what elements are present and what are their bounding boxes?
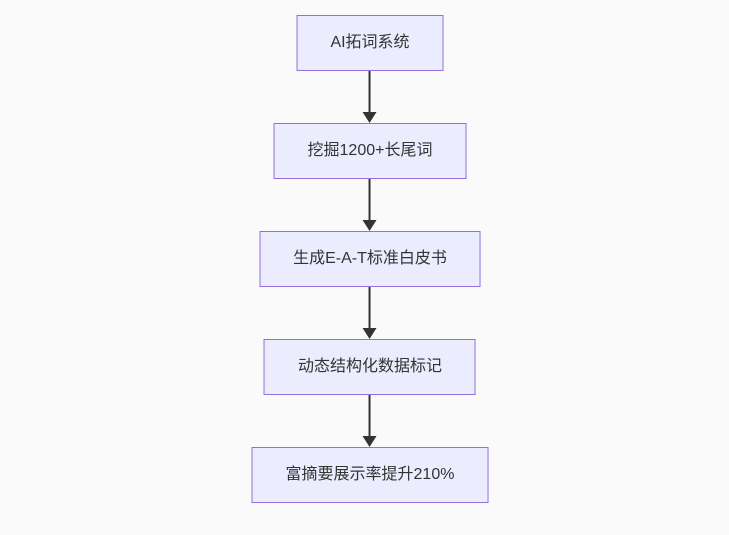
arrow-head-icon	[363, 112, 377, 123]
arrow-line	[369, 71, 371, 112]
flow-arrow-4	[363, 395, 377, 447]
flow-node-longtail-keywords: 挖掘1200+长尾词	[273, 123, 467, 179]
flow-node-ai-keyword-system: AI拓词系统	[296, 15, 444, 71]
flow-arrow-3	[363, 287, 377, 339]
flow-arrow-2	[363, 179, 377, 231]
arrow-line	[369, 395, 371, 436]
arrow-head-icon	[363, 328, 377, 339]
flowchart-diagram: AI拓词系统 挖掘1200+长尾词 生成E-A-T标准白皮书 动态结构化数据标记…	[251, 15, 489, 503]
flow-arrow-1	[363, 71, 377, 123]
arrow-head-icon	[363, 220, 377, 231]
flow-node-structured-data-markup: 动态结构化数据标记	[263, 339, 476, 395]
arrow-head-icon	[363, 436, 377, 447]
flow-node-rich-snippet-rate: 富摘要展示率提升210%	[251, 447, 489, 503]
arrow-line	[369, 179, 371, 220]
flow-node-eat-whitepaper: 生成E-A-T标准白皮书	[259, 231, 481, 287]
arrow-line	[369, 287, 371, 328]
